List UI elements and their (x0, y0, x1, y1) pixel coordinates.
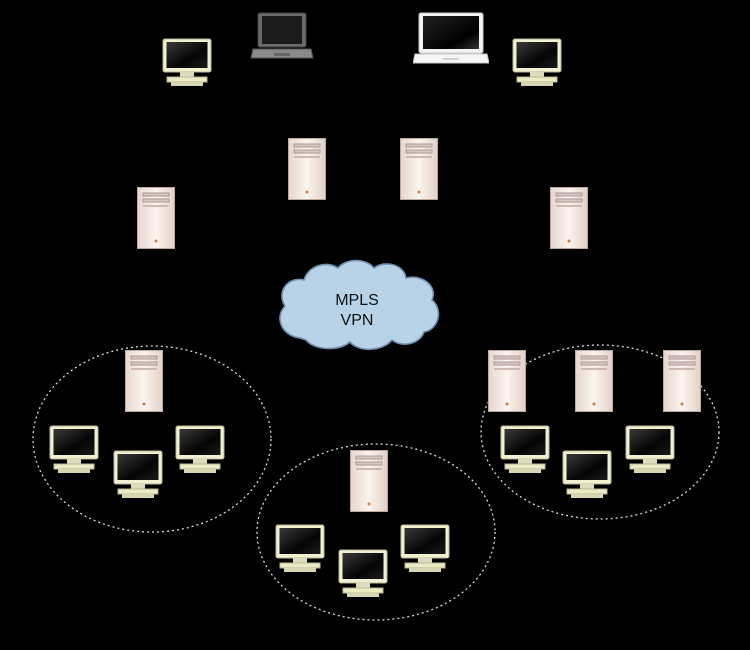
desktop-monitor-icon (500, 425, 550, 474)
cloud-icon: MPLS VPN (279, 259, 440, 351)
group-ellipse-left (32, 345, 272, 533)
desktop-monitor-icon (512, 38, 562, 87)
desktop-monitor-icon (562, 450, 612, 499)
server-tower-icon (137, 187, 175, 249)
desktop-monitor-icon (275, 524, 325, 573)
server-tower-icon (488, 350, 526, 412)
server-tower-icon (575, 350, 613, 412)
desktop-monitor-icon (625, 425, 675, 474)
server-tower-icon (663, 350, 701, 412)
group-ellipse-right (480, 344, 720, 520)
laptop-light-icon (413, 12, 489, 64)
group-ellipse-center (256, 443, 496, 621)
desktop-monitor-icon (49, 425, 99, 474)
desktop-monitor-icon (162, 38, 212, 87)
laptop-dark-icon (250, 12, 314, 59)
server-tower-icon (550, 187, 588, 249)
server-tower-icon (400, 138, 438, 200)
desktop-monitor-icon (113, 450, 163, 499)
desktop-monitor-icon (400, 524, 450, 573)
desktop-monitor-icon (175, 425, 225, 474)
cloud-label-line1: MPLS (335, 292, 379, 309)
cloud-label-line2: VPN (341, 312, 374, 329)
server-tower-icon (125, 350, 163, 412)
server-tower-icon (288, 138, 326, 200)
server-tower-icon (350, 450, 388, 512)
desktop-monitor-icon (338, 549, 388, 598)
